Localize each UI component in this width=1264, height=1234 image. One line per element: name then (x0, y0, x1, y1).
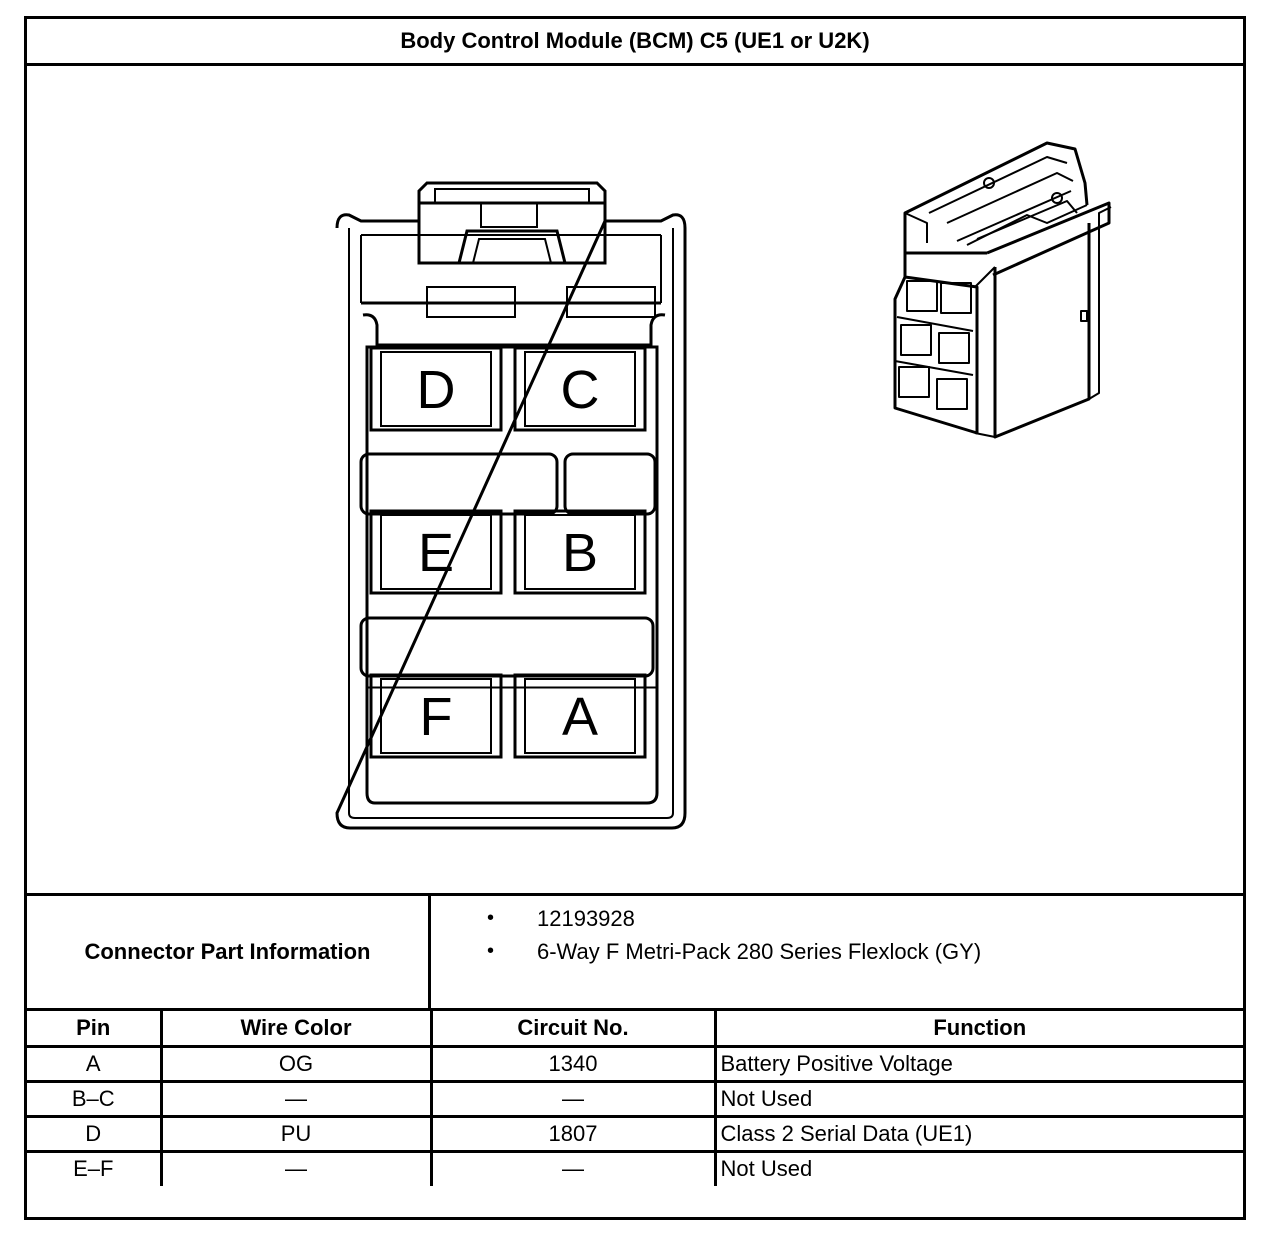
cavity-inner-outline (380, 678, 492, 754)
cavity-label: D (417, 360, 456, 420)
part-number: 12193928 (537, 906, 635, 931)
part-info-list: • 12193928 • 6-Way F Metri-Pack 280 Seri… (431, 902, 1243, 968)
header-circuit-no: Circuit No. (429, 1011, 717, 1048)
cavity-label: A (562, 687, 598, 747)
part-description: 6-Way F Metri-Pack 280 Series Flexlock (… (537, 939, 982, 964)
cavity-inner-outline (524, 514, 636, 590)
cavity-outline (369, 509, 503, 595)
cavity-outline (513, 673, 647, 759)
cell-function: Not Used (713, 1079, 1243, 1118)
bullet-icon: • (487, 907, 495, 929)
connector-part-information: Connector Part Information • 12193928 • … (27, 893, 1243, 1011)
cell-function: Battery Positive Voltage (713, 1044, 1243, 1083)
cell-circuit-no: — (429, 1079, 717, 1118)
part-info-item: • 6-Way F Metri-Pack 280 Series Flexlock… (431, 935, 1243, 968)
cavity-layer: D C E B F A (369, 346, 647, 759)
cavity-outline (369, 673, 503, 759)
bullet-icon: • (487, 940, 495, 962)
cavity-inner-outline (380, 351, 492, 427)
cavity-c: C (513, 346, 647, 432)
pin-table: Pin Wire Color Circuit No. Function A OG… (27, 1011, 1243, 1186)
cell-wire-color: — (159, 1079, 433, 1118)
table-row: A OG 1340 Battery Positive Voltage (27, 1044, 1243, 1083)
cell-pin: B–C (27, 1079, 163, 1118)
connector-isometric-view (893, 141, 1112, 439)
connector-drawings: D C E B F A (335, 141, 1112, 830)
cell-function: Not Used (713, 1149, 1243, 1186)
cell-pin: E–F (27, 1149, 163, 1186)
cavity-outline (513, 346, 647, 432)
cell-pin: D (27, 1114, 163, 1153)
cell-wire-color: PU (159, 1114, 433, 1153)
cell-function: Class 2 Serial Data (UE1) (713, 1114, 1243, 1153)
table-row: D PU 1807 Class 2 Serial Data (UE1) (27, 1114, 1243, 1153)
part-info-label: Connector Part Information (27, 896, 431, 1008)
cavity-outline (369, 346, 503, 432)
header-pin: Pin (27, 1011, 163, 1048)
table-row: E–F — — Not Used (27, 1149, 1243, 1186)
cavity-a: A (513, 673, 647, 759)
cell-circuit-no: — (429, 1149, 717, 1186)
cavity-label: E (418, 523, 454, 583)
cavity-label: B (562, 523, 598, 583)
cavity-label: C (561, 360, 600, 420)
cavity-outline (513, 509, 647, 595)
pin-table-header: Pin Wire Color Circuit No. Function (27, 1011, 1243, 1048)
header-function: Function (713, 1011, 1243, 1048)
cell-circuit-no: 1340 (429, 1044, 717, 1083)
connector-figure: D C E B F A (27, 63, 1243, 893)
cell-pin: A (27, 1044, 163, 1083)
part-info-item: • 12193928 (431, 902, 1243, 935)
connector-diagram-frame: Body Control Module (BCM) C5 (UE1 or U2K… (24, 16, 1246, 1220)
cavity-inner-outline (524, 678, 636, 754)
cavity-e: E (369, 509, 503, 595)
connector-face-view (335, 181, 687, 830)
cavity-f: F (369, 673, 503, 759)
cavity-d: D (369, 346, 503, 432)
cell-circuit-no: 1807 (429, 1114, 717, 1153)
cavity-label: F (420, 687, 453, 747)
cavity-inner-outline (524, 351, 636, 427)
cavity-inner-outline (380, 514, 492, 590)
table-row: B–C — — Not Used (27, 1079, 1243, 1118)
cavity-b: B (513, 509, 647, 595)
cell-wire-color: — (159, 1149, 433, 1186)
header-wire-color: Wire Color (159, 1011, 433, 1048)
diagram-title: Body Control Module (BCM) C5 (UE1 or U2K… (27, 19, 1243, 66)
cell-wire-color: OG (159, 1044, 433, 1083)
